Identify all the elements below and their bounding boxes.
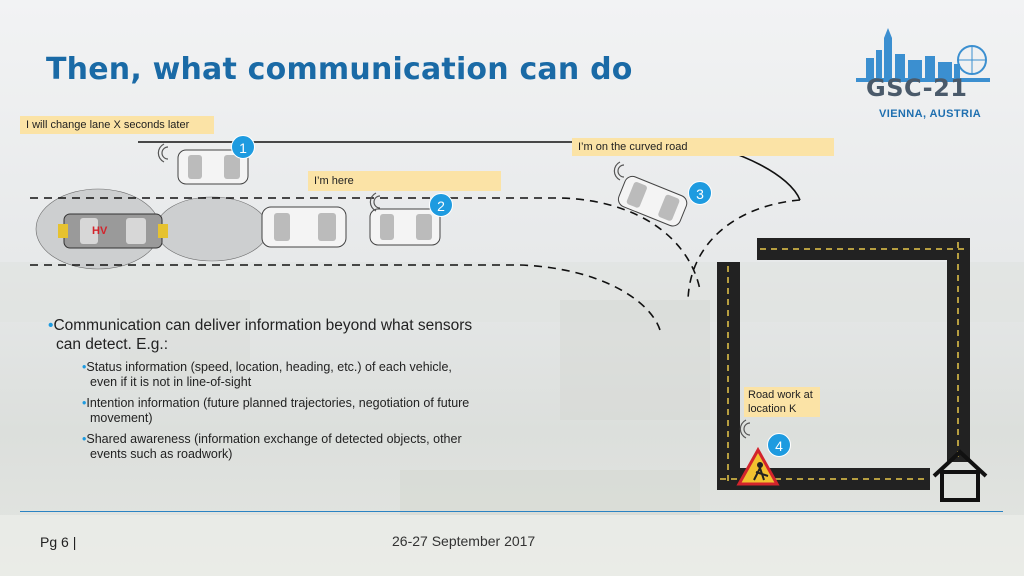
- bullet-main: •Communication can deliver information b…: [48, 317, 473, 353]
- car-icon: [261, 206, 347, 248]
- bullet-sub-text: Status information (speed, location, hea…: [86, 360, 452, 389]
- curve-inner: [687, 199, 801, 301]
- callout-curved-road: I’m on the curved road: [572, 138, 834, 156]
- page-number: Pg 6 |: [40, 534, 77, 550]
- host-vehicle-label: HV: [92, 225, 108, 237]
- home-icon: [932, 449, 988, 502]
- footer-date: 26-27 September 2017: [392, 533, 536, 549]
- car-icon: [369, 208, 441, 246]
- sensor-range-front: [155, 196, 269, 262]
- car-icon: [617, 175, 688, 227]
- lane-dashed-middle: [30, 197, 701, 291]
- bullet-sub-item: •Status information (speed, location, he…: [82, 360, 452, 389]
- wireless-signal-icon: [157, 143, 751, 439]
- logo-location: VIENNA, AUSTRIA: [879, 108, 982, 120]
- bullet-main-text: Communication can deliver information be…: [53, 317, 473, 353]
- gsc-skyline-logo: [856, 28, 990, 82]
- bullet-sub-item: •Intention information (future planned t…: [82, 396, 470, 425]
- footer-divider: [20, 511, 1003, 512]
- marker-2: 2: [429, 193, 453, 217]
- road-square: [717, 238, 970, 490]
- roadwork-warning-icon: [736, 446, 780, 486]
- callout-road-work: Road work at location K: [744, 387, 820, 417]
- marker-1: 1: [231, 135, 255, 159]
- logo-title: GSC-21: [866, 74, 968, 102]
- marker-3: 3: [688, 181, 712, 205]
- bullet-list: •Communication can deliver information b…: [48, 316, 478, 462]
- host-vehicle-car-icon: [58, 213, 168, 249]
- bullet-sub-item: •Shared awareness (information exchange …: [82, 432, 462, 461]
- bullet-sub-text: Intention information (future planned tr…: [86, 396, 470, 425]
- bullet-sub-text: Shared awareness (information exchange o…: [86, 432, 462, 461]
- marker-4: 4: [767, 433, 791, 457]
- callout-im-here: I’m here: [308, 171, 501, 191]
- slide-title: Then, what communication can do: [46, 52, 633, 87]
- callout-lane-change: I will change lane X seconds later: [20, 116, 214, 134]
- car-icon: [177, 149, 249, 185]
